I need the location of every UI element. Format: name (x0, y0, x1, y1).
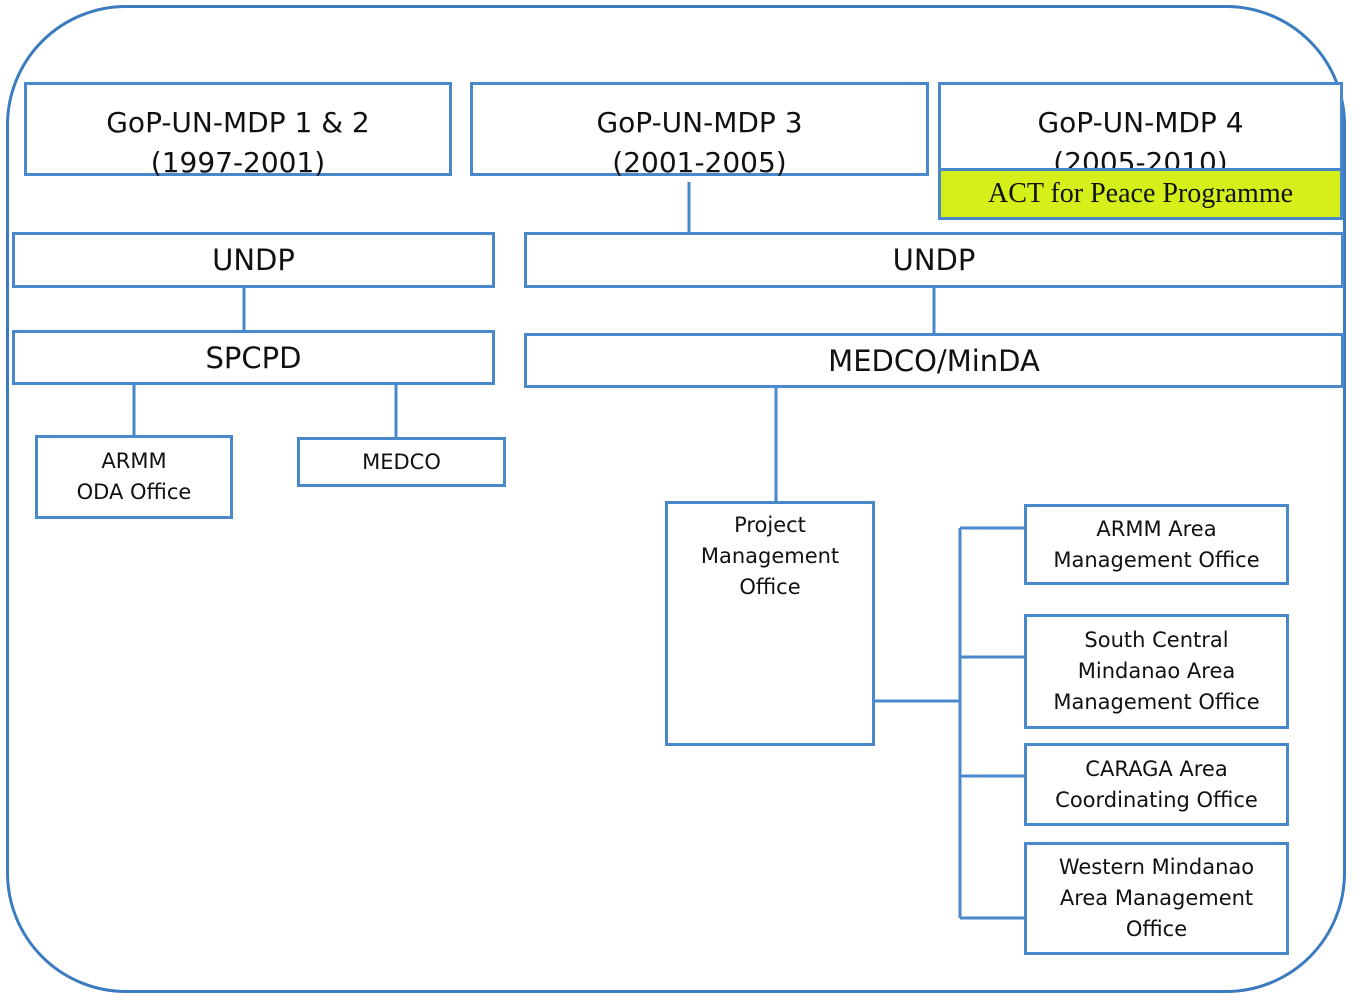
area-office-line: Office (1125, 917, 1188, 941)
phase-box-mdp-4: GoP-UN-MDP 4 (2005-2010) (938, 82, 1343, 179)
western-mindanao-area-office-box: Western Mindanao Area Management Office (1024, 842, 1289, 955)
undp-label: UNDP (892, 243, 976, 277)
phase-name: GoP-UN-MDP 1 & 2 (106, 106, 370, 139)
armm-oda-office-box: ARMM ODA Office (35, 435, 233, 519)
phase-name: GoP-UN-MDP 3 (596, 106, 803, 139)
armm-area-management-office-box: ARMM Area Management Office (1024, 504, 1289, 585)
phase-name: GoP-UN-MDP 4 (1037, 106, 1244, 139)
spcpd-box: SPCPD (12, 330, 495, 385)
project-management-office-box: Project Management Office (665, 501, 875, 746)
phase-years: (1997-2001) (150, 146, 326, 179)
undp-box-right: UNDP (524, 232, 1344, 288)
medco-minda-box: MEDCO/MinDA (524, 333, 1344, 388)
undp-box-left: UNDP (12, 232, 495, 288)
phase-years: (2001-2005) (612, 146, 787, 179)
phase-box-mdp-3: GoP-UN-MDP 3 (2001-2005) (470, 82, 929, 179)
area-office-line: CARAGA Area (1085, 756, 1228, 781)
area-office-line: ARMM Area (1096, 516, 1217, 541)
area-office-line: Western Mindanao (1058, 855, 1255, 879)
diagram-frame (6, 5, 1346, 993)
south-central-mindanao-area-office-box: South Central Mindanao Area Management O… (1024, 614, 1289, 729)
armm-oda-line-1: ARMM (101, 449, 167, 473)
area-office-line: Coordinating Office (1055, 787, 1258, 812)
phase-box-mdp-1-2: GoP-UN-MDP 1 & 2 (1997-2001) (24, 82, 452, 179)
spcpd-label: SPCPD (205, 340, 302, 375)
medco-minda-label: MEDCO/MinDA (828, 343, 1040, 378)
area-office-line: Management Office (1053, 690, 1260, 714)
medco-box: MEDCO (297, 437, 506, 487)
act-for-peace-programme-box: ACT for Peace Programme (938, 168, 1343, 220)
undp-label: UNDP (212, 243, 295, 277)
armm-oda-line-2: ODA Office (76, 480, 192, 504)
pmo-line-3: Office (739, 575, 801, 599)
area-office-line: Area Management (1059, 886, 1254, 910)
pmo-line-1: Project (734, 513, 806, 537)
area-office-line: Management Office (1053, 547, 1260, 572)
area-office-line: South Central (1084, 628, 1229, 652)
area-office-line: Mindanao Area (1077, 659, 1236, 683)
caraga-area-coordinating-office-box: CARAGA Area Coordinating Office (1024, 743, 1289, 826)
medco-label: MEDCO (362, 449, 441, 474)
pmo-line-2: Management (700, 544, 840, 568)
